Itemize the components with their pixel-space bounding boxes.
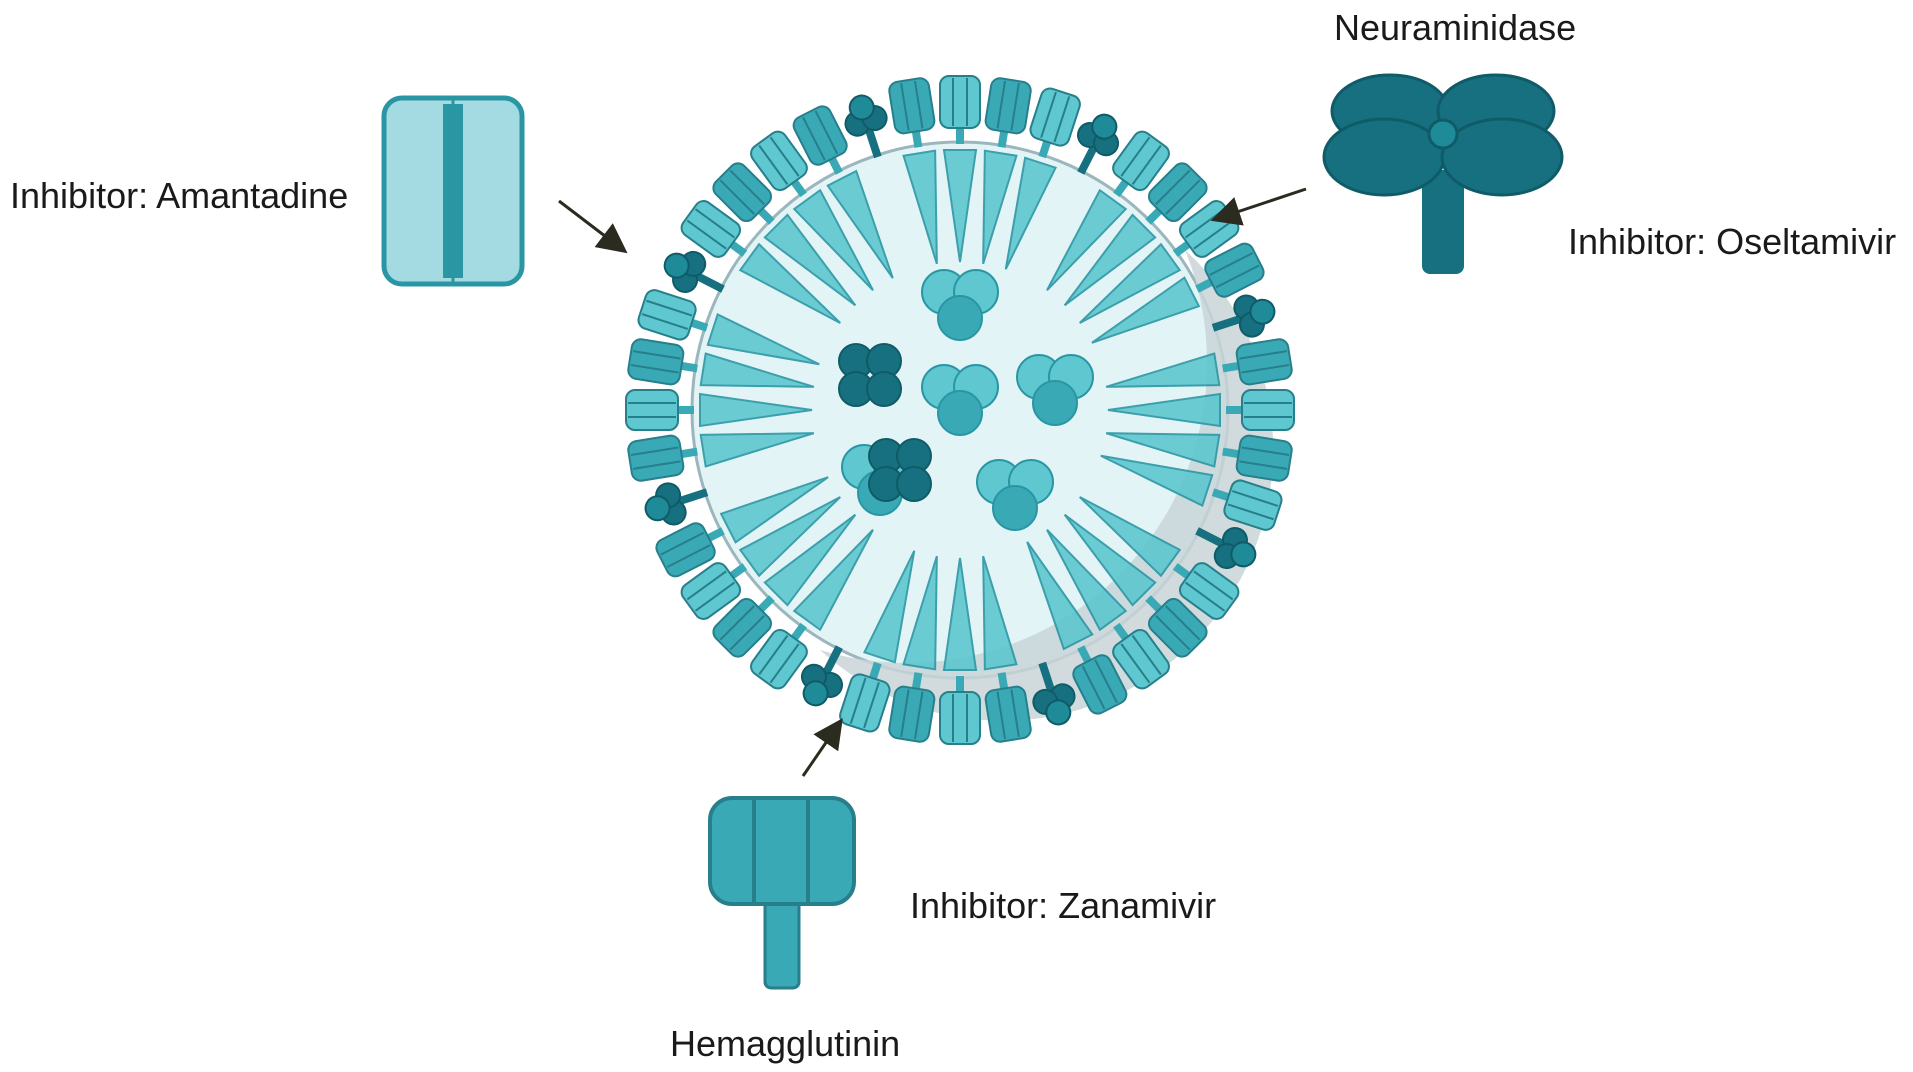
arrow-icon xyxy=(1210,187,1307,226)
arrow-icon xyxy=(801,718,843,777)
ion-channel-icon xyxy=(381,95,525,287)
envelope-spike xyxy=(680,200,841,324)
envelope-spike xyxy=(750,529,874,690)
envelope-spike xyxy=(1063,162,1208,307)
envelope-spike xyxy=(1211,294,1276,338)
envelope-spike xyxy=(888,555,938,743)
label-neuraminidase: Neuraminidase xyxy=(1334,7,1577,48)
envelope-spike xyxy=(1105,432,1293,482)
label-hemagglutinin: Hemagglutinin xyxy=(670,1023,901,1064)
envelope-spike xyxy=(750,130,874,291)
envelope-spike xyxy=(982,555,1032,743)
envelope-spike xyxy=(627,338,815,388)
envelope-spike xyxy=(1046,130,1170,291)
label-inhibitor-zanamivir: Inhibitor: Zanamivir xyxy=(910,885,1217,926)
label-inhibitor-oseltamivir: Inhibitor: Oseltamivir xyxy=(1568,221,1897,262)
label-inhibitor-amantadine: Inhibitor: Amantadine xyxy=(10,175,349,216)
envelope-spike xyxy=(839,550,916,733)
envelope-spike xyxy=(644,482,709,526)
inner-protein-dark xyxy=(868,438,932,502)
envelope-spike xyxy=(712,513,857,658)
envelope-spike xyxy=(939,557,981,745)
hemagglutinin-icon xyxy=(708,796,856,990)
envelope-spike xyxy=(1046,529,1170,690)
envelope-spike xyxy=(712,162,857,307)
envelope-spike xyxy=(1026,541,1128,715)
envelope-spike xyxy=(627,432,815,482)
envelope-spike xyxy=(680,496,841,620)
inner-protein xyxy=(1016,354,1094,426)
envelope-spike xyxy=(1076,113,1120,175)
envelope-spike xyxy=(625,389,813,431)
envelope-spike xyxy=(1079,496,1240,620)
envelope-spike xyxy=(1100,454,1283,531)
envelope-spike xyxy=(1004,87,1081,270)
envelope-spike xyxy=(1195,526,1257,570)
envelope-spike xyxy=(655,476,829,578)
inner-protein xyxy=(921,364,999,436)
envelope-spike xyxy=(1107,389,1295,431)
virion-icon xyxy=(625,75,1295,745)
envelope-spike xyxy=(888,77,938,265)
envelope-spike xyxy=(663,250,725,294)
arrow-icon xyxy=(558,199,628,254)
envelope-spike xyxy=(1063,513,1208,658)
neuraminidase-icon xyxy=(1322,73,1564,274)
envelope-spike xyxy=(637,289,820,366)
envelope-spike xyxy=(939,75,981,263)
envelope-spike xyxy=(800,645,844,707)
envelope-spike xyxy=(1032,661,1076,726)
envelope-spike xyxy=(1105,338,1293,388)
inner-protein-dark xyxy=(838,343,902,407)
envelope-spike xyxy=(1091,242,1265,344)
envelope-spike xyxy=(844,94,888,159)
envelope-spike xyxy=(792,105,894,279)
inner-protein xyxy=(976,459,1054,531)
inner-protein xyxy=(921,269,999,341)
envelope-spike xyxy=(982,77,1032,265)
